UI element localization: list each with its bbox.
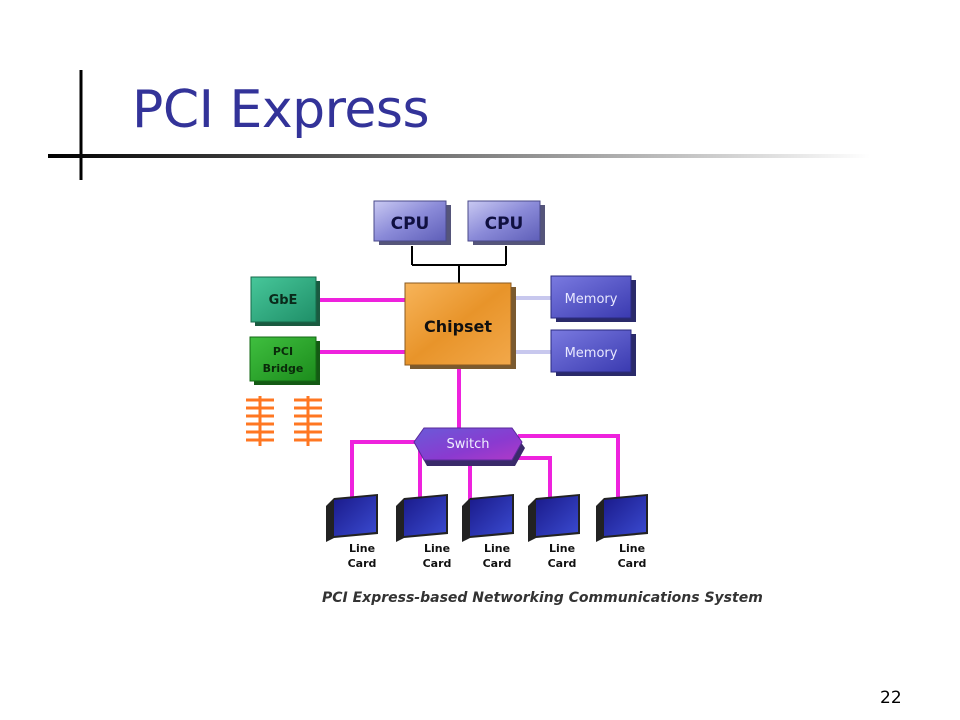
cpu-1-label: CPU [391, 214, 430, 234]
cpu-2-label: CPU [485, 214, 524, 234]
cpu-bus [411, 246, 507, 283]
pci-bridge-label-line1: PCI [273, 345, 293, 358]
title-decoration [48, 70, 870, 180]
chipset-label: Chipset [424, 317, 492, 336]
line-card-2: Line Card [396, 494, 451, 570]
line-card-3: Line Card [462, 494, 514, 570]
gbe-label: GbE [269, 293, 298, 308]
line-card-4: Line Card [528, 494, 580, 570]
memory-2: Memory [550, 329, 636, 376]
diagram-caption: PCI Express-based Networking Communicati… [322, 590, 763, 606]
chipset: Chipset [404, 282, 516, 369]
pci-bridge: PCI Bridge [249, 336, 320, 385]
line-card-3-label-line1: Line [484, 542, 510, 555]
pci-slots [246, 396, 322, 446]
memory-links [514, 296, 552, 354]
line-card-5-label-line2: Card [618, 557, 647, 570]
slide-title: PCI Express [132, 80, 430, 140]
pcie-links [318, 298, 620, 505]
switch: Switch [413, 427, 525, 466]
memory-2-label: Memory [565, 346, 618, 361]
line-card-2-label-line1: Line [424, 542, 450, 555]
pci-bridge-label-line2: Bridge [263, 362, 304, 375]
page-number: 22 [880, 688, 902, 708]
line-card-4-label-line2: Card [548, 557, 577, 570]
line-card-2-label-line2: Card [423, 557, 452, 570]
line-card-3-label-line2: Card [483, 557, 512, 570]
cpu-1: CPU [373, 200, 451, 245]
memory-1-label: Memory [565, 292, 618, 307]
line-card-1-label-line1: Line [349, 542, 375, 555]
switch-label: Switch [447, 437, 490, 452]
line-card-1-label-line2: Card [348, 557, 377, 570]
line-card-5-label-line1: Line [619, 542, 645, 555]
line-card-4-label-line1: Line [549, 542, 575, 555]
line-card-1: Line Card [326, 494, 378, 570]
gbe: GbE [250, 276, 320, 326]
memory-1: Memory [550, 275, 636, 322]
line-card-5: Line Card [596, 494, 648, 570]
cpu-2: CPU [467, 200, 545, 245]
